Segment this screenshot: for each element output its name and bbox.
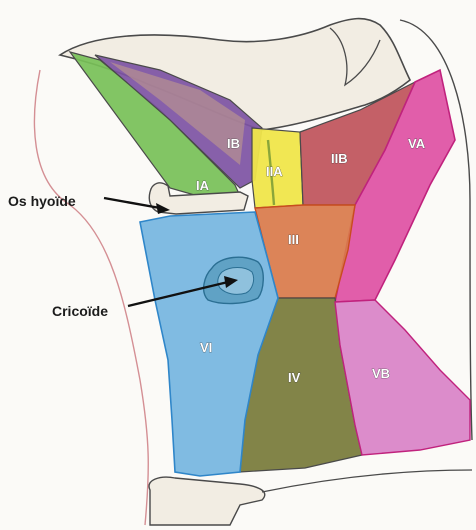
neck-skin-outline [34,70,148,525]
base-contour [262,470,472,492]
label-vi: VI [200,340,212,355]
label-iia: IIA [266,164,283,179]
annotation-hyoid: Os hyoïde [8,193,76,209]
label-ib: IB [227,136,240,151]
label-va: VA [408,136,426,151]
clavicle-bone [149,477,265,525]
label-iv: IV [288,370,301,385]
label-ia: IA [196,178,210,193]
annotation-cricoid: Cricoïde [52,303,108,319]
label-iib: IIB [331,151,348,166]
label-vb: VB [372,366,390,381]
label-iii: III [288,232,299,247]
